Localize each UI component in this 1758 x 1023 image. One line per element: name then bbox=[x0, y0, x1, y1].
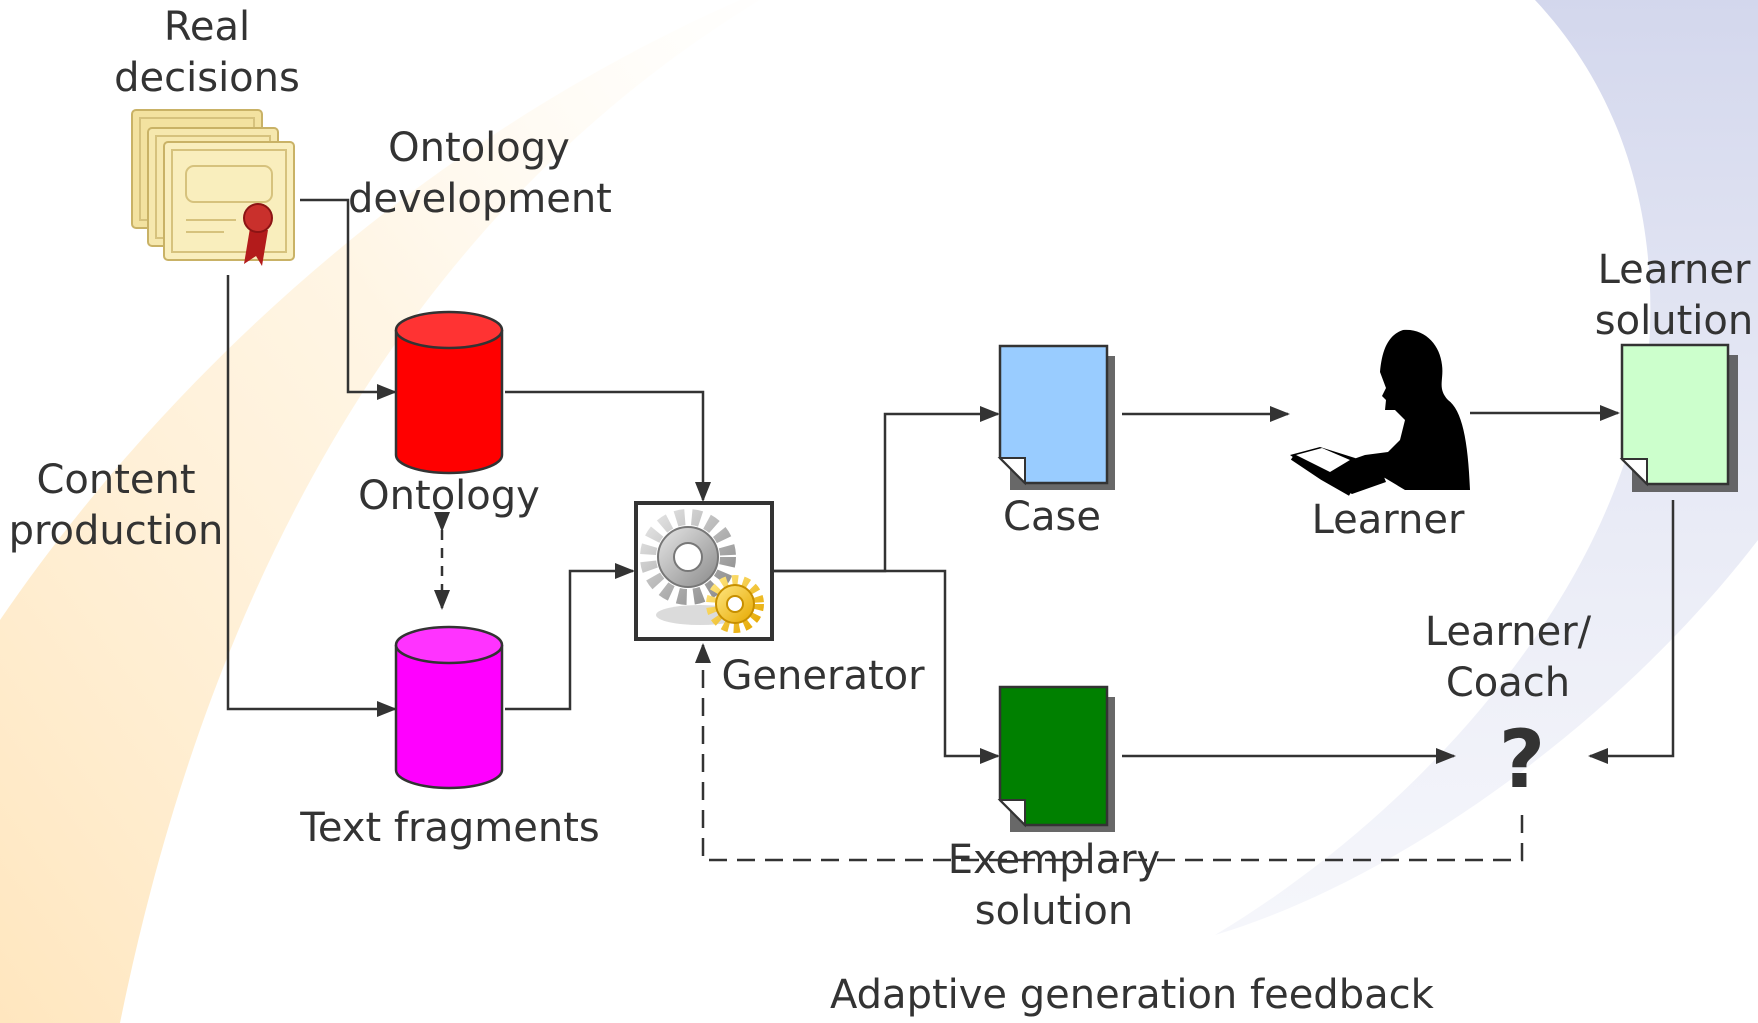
learner-icon bbox=[1290, 329, 1470, 496]
exemplary-document-icon bbox=[997, 685, 1115, 832]
case-label: Case bbox=[1003, 494, 1101, 540]
ontology-label: Ontology bbox=[358, 473, 540, 519]
edge-solution-to-coach bbox=[1588, 500, 1675, 764]
learner-coach-label: Learner/ Coach bbox=[1424, 609, 1592, 706]
edge-generator-to-case bbox=[773, 406, 1000, 573]
learner-label: Learner bbox=[1311, 497, 1465, 543]
adaptive-feedback-label: Adaptive generation feedback bbox=[830, 972, 1434, 1018]
question-mark: ? bbox=[1499, 713, 1545, 806]
edge-generator-to-exemplary bbox=[773, 569, 1000, 764]
text-fragments-label: Text fragments bbox=[300, 805, 600, 851]
ontology-development-label: Ontology development bbox=[348, 125, 612, 222]
connectors bbox=[226, 198, 1675, 862]
fragments-db-icon bbox=[394, 625, 504, 790]
learner-solution-label: Learner solution bbox=[1594, 247, 1754, 344]
content-production-label: Content production bbox=[8, 457, 224, 554]
edge-decisions-to-fragments bbox=[226, 275, 397, 717]
certificate-stack-icon bbox=[131, 109, 295, 266]
case-document-icon bbox=[997, 344, 1115, 490]
edge-feedback-loop bbox=[695, 643, 1524, 862]
real-decisions-label: Real decisions bbox=[114, 4, 300, 101]
edge-decisions-to-ontology bbox=[300, 198, 397, 400]
ontology-db-icon bbox=[394, 310, 504, 475]
edge-fragments-to-generator bbox=[505, 563, 635, 711]
generator-label: Generator bbox=[721, 653, 925, 699]
learner-solution-document-icon bbox=[1619, 343, 1738, 492]
edge-ontology-to-generator bbox=[505, 390, 711, 502]
generator-icon bbox=[634, 501, 774, 641]
exemplary-solution-label: Exemplary solution bbox=[947, 837, 1161, 934]
